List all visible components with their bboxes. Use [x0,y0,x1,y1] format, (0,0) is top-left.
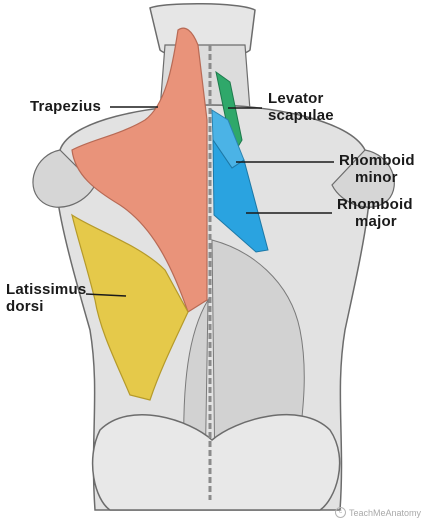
right-shoulder [331,149,395,208]
rhomboid-major-label-line-1: Rhomboid [337,196,413,213]
rhomboid-major-muscle [212,138,269,253]
rhomboid-major-label-line-2: major [355,213,397,230]
rhomboid-minor-label-line-2: minor [355,169,398,186]
rhomboid-minor-label-line-1: Rhomboid [339,152,415,169]
pelvis [91,414,341,511]
copyright-icon: c [334,507,346,518]
latissimus-dorsi-label: Latissimus dorsi [6,281,86,315]
latissimus-dorsi-label-line-1: Latissimus [6,281,87,298]
latissimus-dorsi-label-line-2: dorsi [6,298,44,315]
latissimus-dorsi-muscle [71,213,189,401]
left-shoulder [32,149,96,208]
latissimus-dorsi-leader [85,293,127,297]
trapezius-label-text: Trapezius [30,98,101,115]
levator-scapulae-muscle [215,70,243,152]
levator-scapulae-label-line-2: scapulae [268,107,334,124]
trapezius-label: Trapezius [30,98,101,115]
trapezius-muscle [71,27,208,313]
credit-watermark: c TeachMeAnatomy [334,507,421,518]
rhomboid-minor-label: Rhomboid minor [339,152,415,186]
rhomboid-major-label: Rhomboid major [337,196,413,230]
levator-scapulae-label-line-1: Levator [268,90,324,107]
levator-scapulae-label: Levator scapulae [268,90,334,124]
credit-text: TeachMeAnatomy [348,507,421,518]
